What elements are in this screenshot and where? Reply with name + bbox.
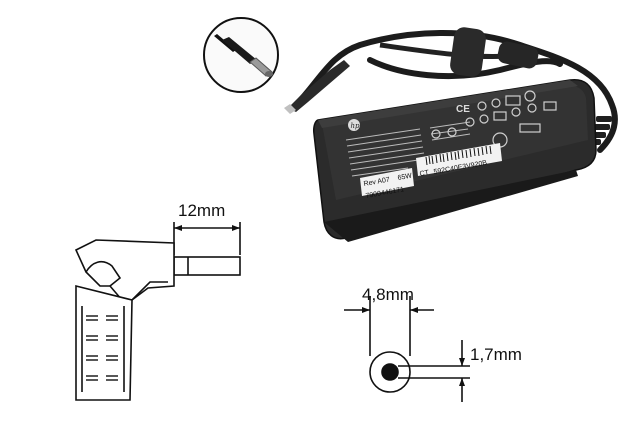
inner-diameter-label: 1,7mm (470, 345, 522, 364)
length-dimension-label: 12mm (178, 201, 225, 220)
power-cable (284, 27, 618, 153)
adapter-label: Rev A07 65W 7900446171 CT 592C40E3V920B (360, 143, 502, 200)
svg-text:CE: CE (456, 104, 470, 115)
barcode (425, 145, 492, 166)
watt-text: 65W (397, 173, 413, 182)
hp-logo-icon (348, 119, 360, 131)
plug-front-drawing (344, 296, 470, 402)
plug-side-drawing (74, 222, 241, 401)
svg-text:hp: hp (351, 122, 361, 130)
connector-closeup (203, 17, 279, 93)
certification-icons: CE (431, 90, 557, 148)
rev-text: Rev A07 (363, 176, 390, 188)
ct-prefix: CT (419, 169, 430, 178)
adapter-body: hp CE (313, 78, 597, 242)
outer-diameter-label: 4,8mm (362, 285, 414, 304)
regulatory-text (345, 121, 471, 177)
